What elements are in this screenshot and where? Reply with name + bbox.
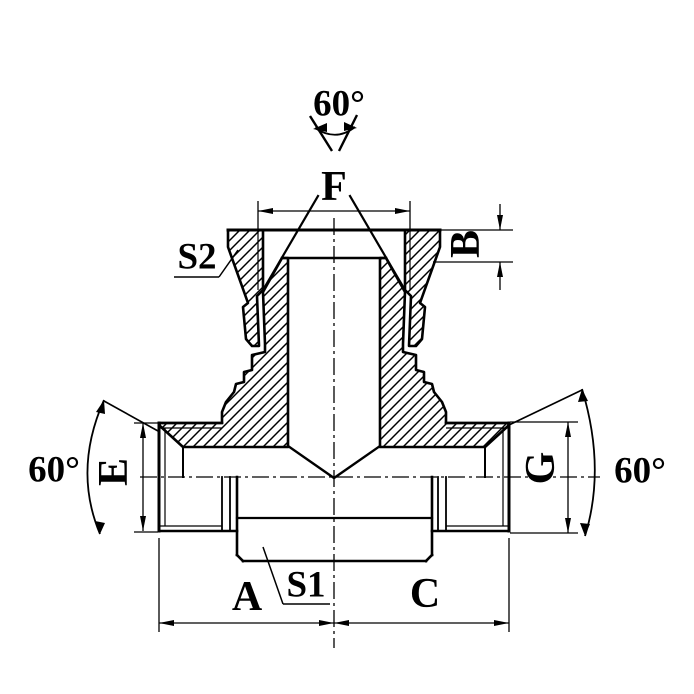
left-angle-tangent bbox=[103, 400, 159, 432]
nut-section-right bbox=[403, 228, 442, 348]
top-angle-v-left bbox=[308, 115, 334, 152]
body-section-right bbox=[378, 256, 511, 449]
seat-cone-left bbox=[261, 194, 320, 292]
drill-cone-v bbox=[286, 444, 382, 480]
annotation-arrowheads bbox=[95, 122, 590, 536]
nut-section-left bbox=[226, 228, 265, 348]
seat-cone-right bbox=[348, 194, 407, 292]
s2-label: S2 bbox=[177, 237, 216, 278]
right-angle-label: 60° bbox=[614, 451, 666, 492]
top-angle-v-right bbox=[337, 114, 359, 152]
g-label: G bbox=[518, 452, 564, 485]
c-label: C bbox=[410, 571, 440, 617]
left-angle-label: 60° bbox=[28, 450, 80, 491]
arrowheads bbox=[140, 208, 571, 626]
right-angle-arc bbox=[581, 388, 596, 537]
f-label: F bbox=[321, 164, 347, 210]
s1-leader bbox=[262, 546, 284, 605]
left-angle-arc bbox=[86, 399, 105, 535]
centerlines bbox=[140, 218, 600, 648]
thin-lines bbox=[160, 232, 508, 527]
s2-leader bbox=[218, 249, 239, 278]
body-section-left bbox=[157, 256, 290, 449]
s1-label: S1 bbox=[286, 565, 325, 606]
b-label: B bbox=[443, 230, 489, 258]
labels: 60° F B S2 60° E G 60° S1 A C bbox=[28, 84, 666, 621]
outlines bbox=[157, 194, 511, 563]
right-angle-tangent bbox=[508, 389, 583, 426]
a-label: A bbox=[232, 574, 263, 620]
e-label: E bbox=[91, 458, 137, 486]
top-angle-label: 60° bbox=[313, 84, 365, 125]
annotations bbox=[86, 114, 596, 605]
